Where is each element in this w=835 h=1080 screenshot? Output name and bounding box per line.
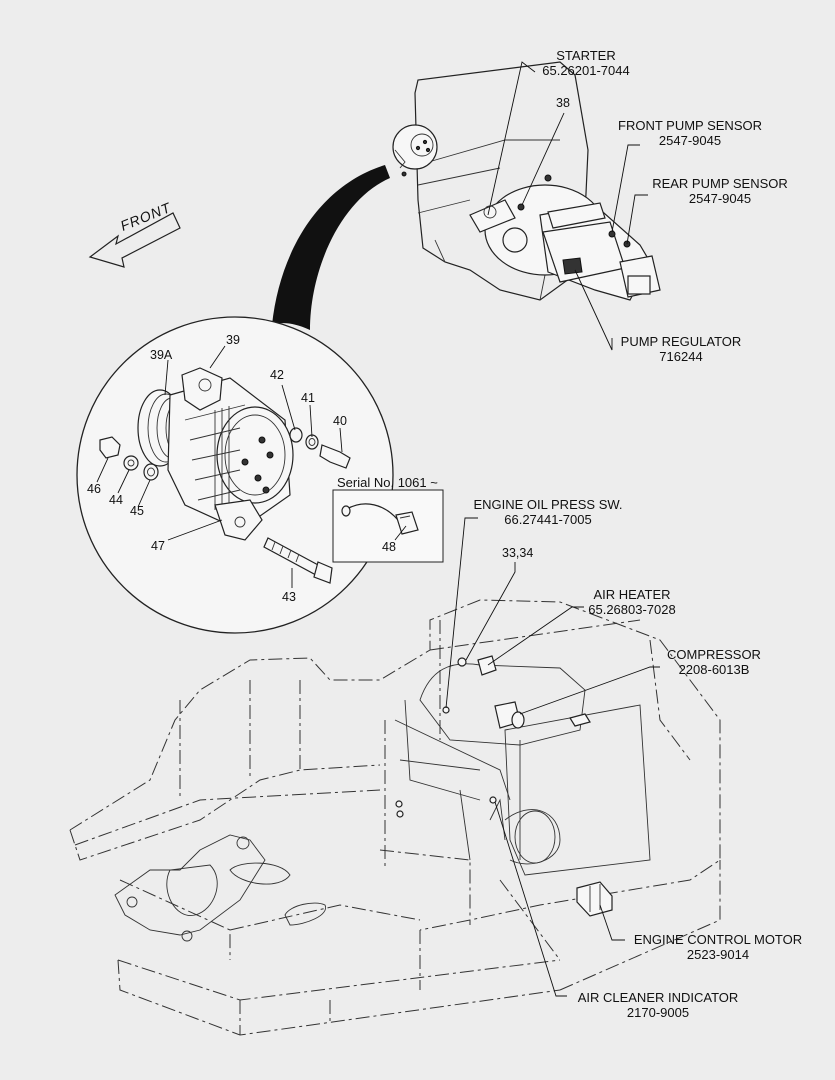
air-heater-label: AIR HEATER 65.26803-7028 [572,587,692,617]
callout-45: 45 [130,504,144,518]
callout-39: 39 [226,333,240,347]
compressor-label: COMPRESSOR 2208-6013B [654,647,774,677]
starter-label: STARTER 65.26201-7044 [526,48,646,78]
callout-46: 46 [87,482,101,496]
pump-regulator-part-no: 716244 [659,349,703,364]
bolt-43 [263,537,333,584]
compressor-part-no: 2208-6013B [678,662,750,677]
callout-47: 47 [151,539,165,553]
front-pump-sensor-part-no: 2547-9045 [658,133,722,148]
callout-39a: 39A [150,348,173,362]
callout-43: 43 [282,590,296,604]
rear-pump-sensor-label: REAR PUMP SENSOR 2547-9045 [640,176,800,206]
starter-name: STARTER [556,48,616,63]
pump-assembly [484,174,661,301]
front-pump-sensor-name: FRONT PUMP SENSOR [618,118,762,133]
compressor-name: COMPRESSOR [667,647,761,662]
alternator-body [167,367,294,541]
air-heater-name: AIR HEATER [593,587,671,602]
engine-control-motor-label: ENGINE CONTROL MOTOR 2523-9014 [621,932,815,962]
serial-note: Serial No. 1061 ~ [337,475,438,490]
leader-lines [96,61,660,997]
alternator-detail-view [76,316,444,634]
callout-38: 38 [556,96,570,110]
air-cleaner-indicator-part-no: 2170-9005 [626,1005,690,1020]
callout-48: 48 [382,540,396,554]
pump-regulator-label: PUMP REGULATOR 716244 [611,334,751,364]
rear-pump-sensor-part-no: 2547-9045 [688,191,752,206]
engine-oil-press-sw-part-no: 66.27441-7005 [504,512,592,527]
engine-control-motor-part-no: 2523-9014 [686,947,750,962]
callout-44: 44 [109,493,123,507]
pump-regulator-name: PUMP REGULATOR [620,334,742,349]
front-pump-sensor-label: FRONT PUMP SENSOR 2547-9045 [610,118,770,148]
engine-control-motor-name: ENGINE CONTROL MOTOR [633,932,803,947]
callout-41: 41 [301,391,315,405]
lower-frame-outline [69,599,721,1036]
serial-inset-box [332,489,444,563]
zoom-swoosh [272,165,390,330]
starter-part-no: 65.26201-7044 [542,63,630,78]
rear-pump-sensor-name: REAR PUMP SENSOR [652,176,788,191]
callout-33-34: 33,34 [502,546,534,560]
callout-40: 40 [333,414,347,428]
alternator-thumbnail [392,124,438,177]
engine-block-top [414,61,661,301]
washers-nuts [99,427,351,481]
front-direction-arrow [88,212,181,268]
engine-oil-press-sw-label: ENGINE OIL PRESS SW. 66.27441-7005 [458,497,638,527]
callout-42: 42 [270,368,284,382]
air-cleaner-indicator-name: AIR CLEANER INDICATOR [577,990,739,1005]
engine-oil-press-sw-name: ENGINE OIL PRESS SW. [473,497,623,512]
air-cleaner-indicator-label: AIR CLEANER INDICATOR 2170-9005 [563,990,753,1020]
air-heater-part-no: 65.26803-7028 [588,602,676,617]
